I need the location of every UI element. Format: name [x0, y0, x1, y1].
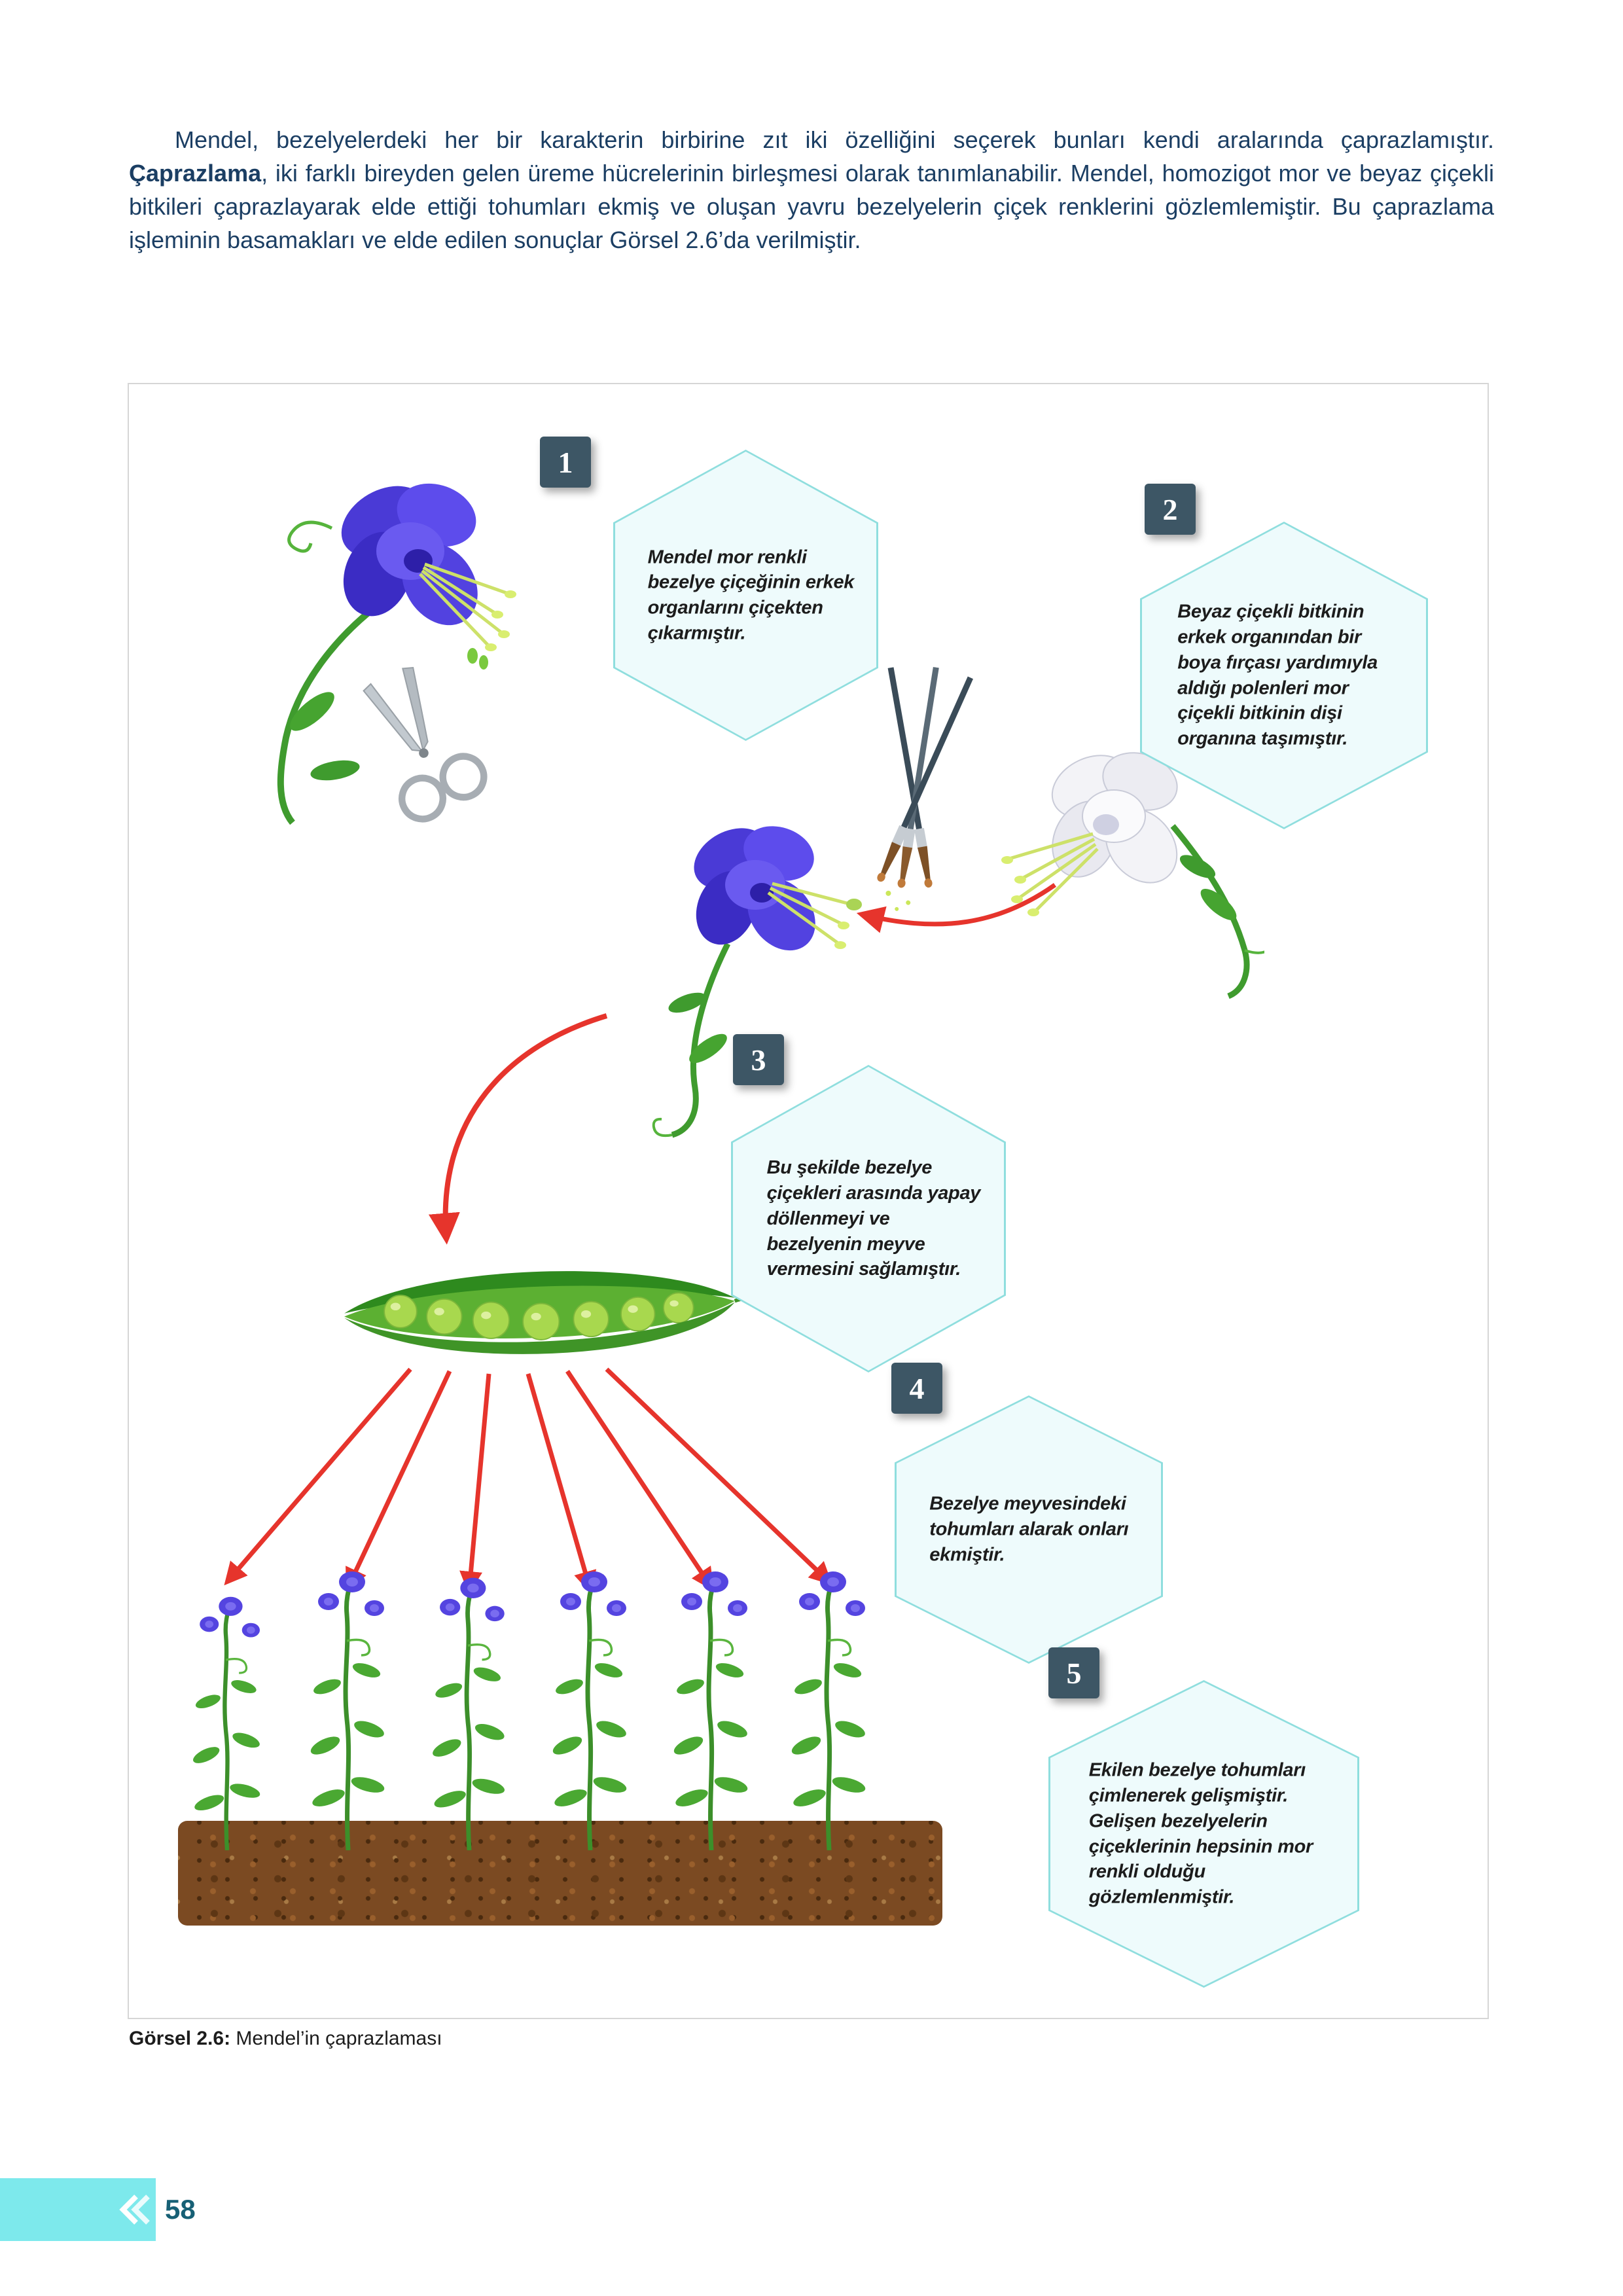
step-2-text: Beyaz çiçekli bitkinin erkek organından …	[1177, 601, 1378, 749]
purple-flower-1-illustration	[214, 430, 554, 836]
soil-illustration	[178, 1821, 942, 1926]
step-4-badge: 4	[891, 1363, 942, 1414]
flower-to-pod-arrow	[410, 1006, 620, 1255]
pea-plant-illustration	[168, 1588, 286, 1851]
step-1-callout: Mendel mor renkli bezelye çiçeğinin erke…	[613, 450, 878, 741]
pea-plant-illustration	[652, 1562, 770, 1851]
pollination-arrow	[842, 869, 1065, 947]
step-1-text: Mendel mor renkli bezelye çiçeğinin erke…	[647, 546, 855, 644]
step-2-callout: Beyaz çiçekli bitkinin erkek organından …	[1140, 522, 1428, 829]
intro-bold-term: Çaprazlama	[129, 160, 262, 187]
hexagon-fill	[733, 1067, 1004, 1371]
step-5-badge: 5	[1048, 1647, 1099, 1698]
step-3-callout: Bu şekilde bezelye çiçekleri arasında ya…	[731, 1065, 1006, 1372]
figure-box: 1 2 3 4 5 Mendel mor renkli bezelye çiçe…	[128, 383, 1489, 2019]
step-5-callout: Ekilen bezelye tohumları çimlenerek geli…	[1048, 1680, 1359, 1988]
paintbrushes-illustration	[804, 655, 1024, 952]
step-4-callout: Bezelye meyvesindeki tohumları alarak on…	[895, 1395, 1163, 1664]
step-3-badge: 3	[733, 1034, 784, 1085]
pea-plant-illustration	[770, 1549, 888, 1851]
double-chevron-left-icon	[119, 2195, 150, 2225]
step-1-badge: 1	[540, 437, 591, 488]
intro-paragraph: Mendel, bezelyelerdeki her bir karakteri…	[129, 123, 1494, 257]
intro-part1: Mendel, bezelyelerdeki her bir karakteri…	[175, 126, 1494, 153]
white-flower-illustration	[963, 708, 1275, 1003]
seed-dispersal-arrows	[194, 1366, 901, 1602]
tab-bar	[0, 2178, 156, 2241]
intro-part2: , iki farklı bireyden gelen üreme hücrel…	[129, 160, 1494, 254]
figure-caption: Görsel 2.6: Mendel’in çaprazlaması	[129, 2028, 442, 2050]
caption-label: Görsel 2.6:	[129, 2028, 231, 2049]
scissors-illustration	[315, 641, 519, 853]
pea-plant-illustration	[289, 1543, 407, 1851]
pea-plant-illustration	[410, 1569, 528, 1851]
page-number-tab: 58	[0, 2178, 196, 2241]
step-5-text: Ekilen bezelye tohumları çimlenerek geli…	[1088, 1759, 1313, 1908]
page-number: 58	[165, 2194, 196, 2225]
purple-flower-2-illustration	[610, 774, 872, 1140]
step-3-text: Bu şekilde bezelye çiçekleri arasında ya…	[766, 1157, 981, 1280]
step-4-text: Bezelye meyvesindeki tohumları alarak on…	[929, 1493, 1129, 1566]
step-2-badge: 2	[1145, 484, 1196, 535]
pea-plant-illustration	[531, 1536, 649, 1851]
caption-text: Mendel’in çaprazlaması	[236, 2028, 442, 2049]
pea-pod-illustration	[329, 1242, 758, 1379]
